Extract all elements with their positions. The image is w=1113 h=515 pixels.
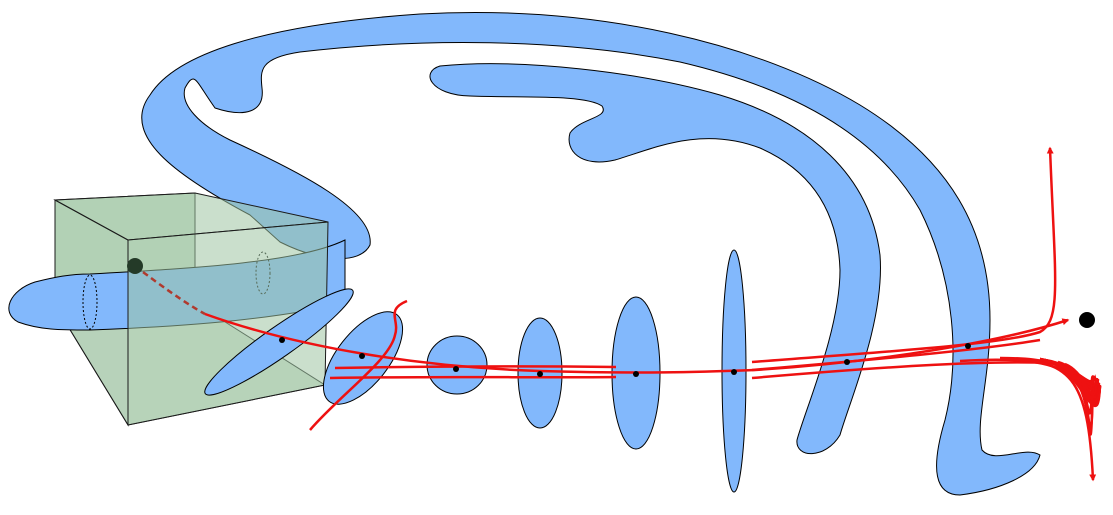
dashed-curve-segment (134, 265, 206, 316)
curve-points (279, 337, 971, 377)
curve-point (633, 371, 639, 377)
trajectory-curves (134, 146, 1102, 482)
down-exit-arrow (999, 357, 1097, 482)
curve-point (731, 369, 737, 375)
intersecting-curve (309, 299, 408, 431)
cross-section-ellipse (204, 288, 354, 396)
tube-cross-section-left (82, 274, 98, 330)
curve-point (844, 359, 850, 365)
curve-point (537, 371, 543, 377)
curve-point (359, 353, 365, 359)
curve-point (279, 337, 285, 343)
out-down (1051, 360, 1102, 407)
lower-bundle-curve (329, 375, 617, 380)
translucent-cube-front (53, 192, 329, 426)
upper-bundle-curve (334, 365, 617, 370)
curve-point (453, 366, 459, 372)
main-curve (204, 312, 1070, 374)
target-point (1079, 312, 1095, 328)
source-point (127, 258, 143, 274)
right-upper-bundle (751, 146, 1057, 364)
inner-c-sheet (429, 63, 881, 455)
curve-point (965, 343, 971, 349)
right-middle-bundle (751, 338, 1041, 372)
